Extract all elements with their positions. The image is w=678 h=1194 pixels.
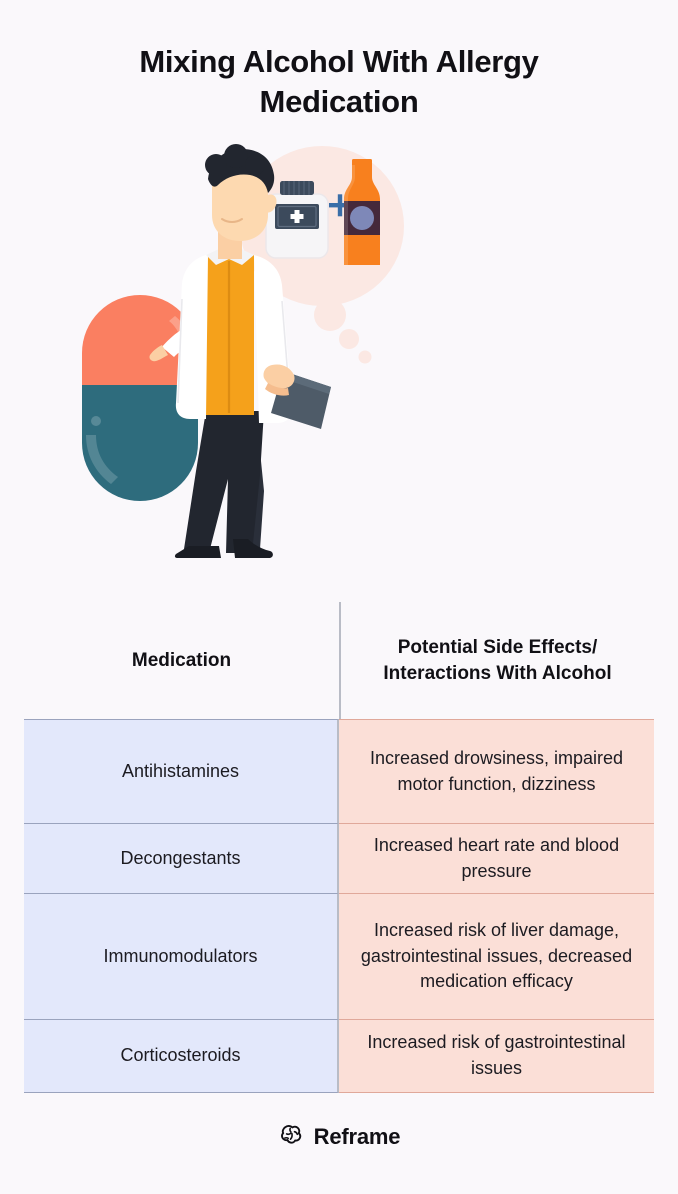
illustration bbox=[0, 143, 678, 563]
plus-sign-icon bbox=[329, 194, 351, 217]
cell-effects: Increased risk of gastrointestinal issue… bbox=[339, 1019, 654, 1093]
table-row: Corticosteroids Increased risk of gastro… bbox=[24, 1019, 654, 1093]
giant-capsule bbox=[82, 295, 198, 502]
page-title: Mixing Alcohol With Allergy Medication bbox=[139, 44, 539, 119]
cell-medication: Immunomodulators bbox=[24, 893, 339, 1019]
cell-effects: Increased heart rate and blood pressure bbox=[339, 823, 654, 893]
beer-bottle-icon bbox=[344, 159, 380, 266]
brand-footer: Reframe bbox=[0, 1124, 678, 1150]
cell-medication: Corticosteroids bbox=[24, 1019, 339, 1093]
cell-effects: Increased drowsiness, impaired motor fun… bbox=[339, 719, 654, 823]
pill-bottle-icon bbox=[265, 181, 329, 260]
cell-effects: Increased risk of liver damage, gastroin… bbox=[339, 893, 654, 1019]
table-row: Antihistamines Increased drowsiness, imp… bbox=[24, 719, 654, 823]
doctor-figure bbox=[149, 144, 331, 559]
column-header-medication: Medication bbox=[24, 602, 339, 719]
cell-medication: Decongestants bbox=[24, 823, 339, 893]
table-row: Decongestants Increased heart rate and b… bbox=[24, 823, 654, 893]
table-header-row: Medication Potential Side Effects/ Inter… bbox=[24, 602, 654, 719]
column-header-effects: Potential Side Effects/ Interactions Wit… bbox=[339, 602, 654, 719]
cell-medication: Antihistamines bbox=[24, 719, 339, 823]
brain-icon bbox=[278, 1124, 305, 1150]
brand-name: Reframe bbox=[313, 1124, 401, 1149]
table-row: Immunomodulators Increased risk of liver… bbox=[24, 893, 654, 1019]
medication-interactions-table: Medication Potential Side Effects/ Inter… bbox=[24, 602, 654, 1093]
